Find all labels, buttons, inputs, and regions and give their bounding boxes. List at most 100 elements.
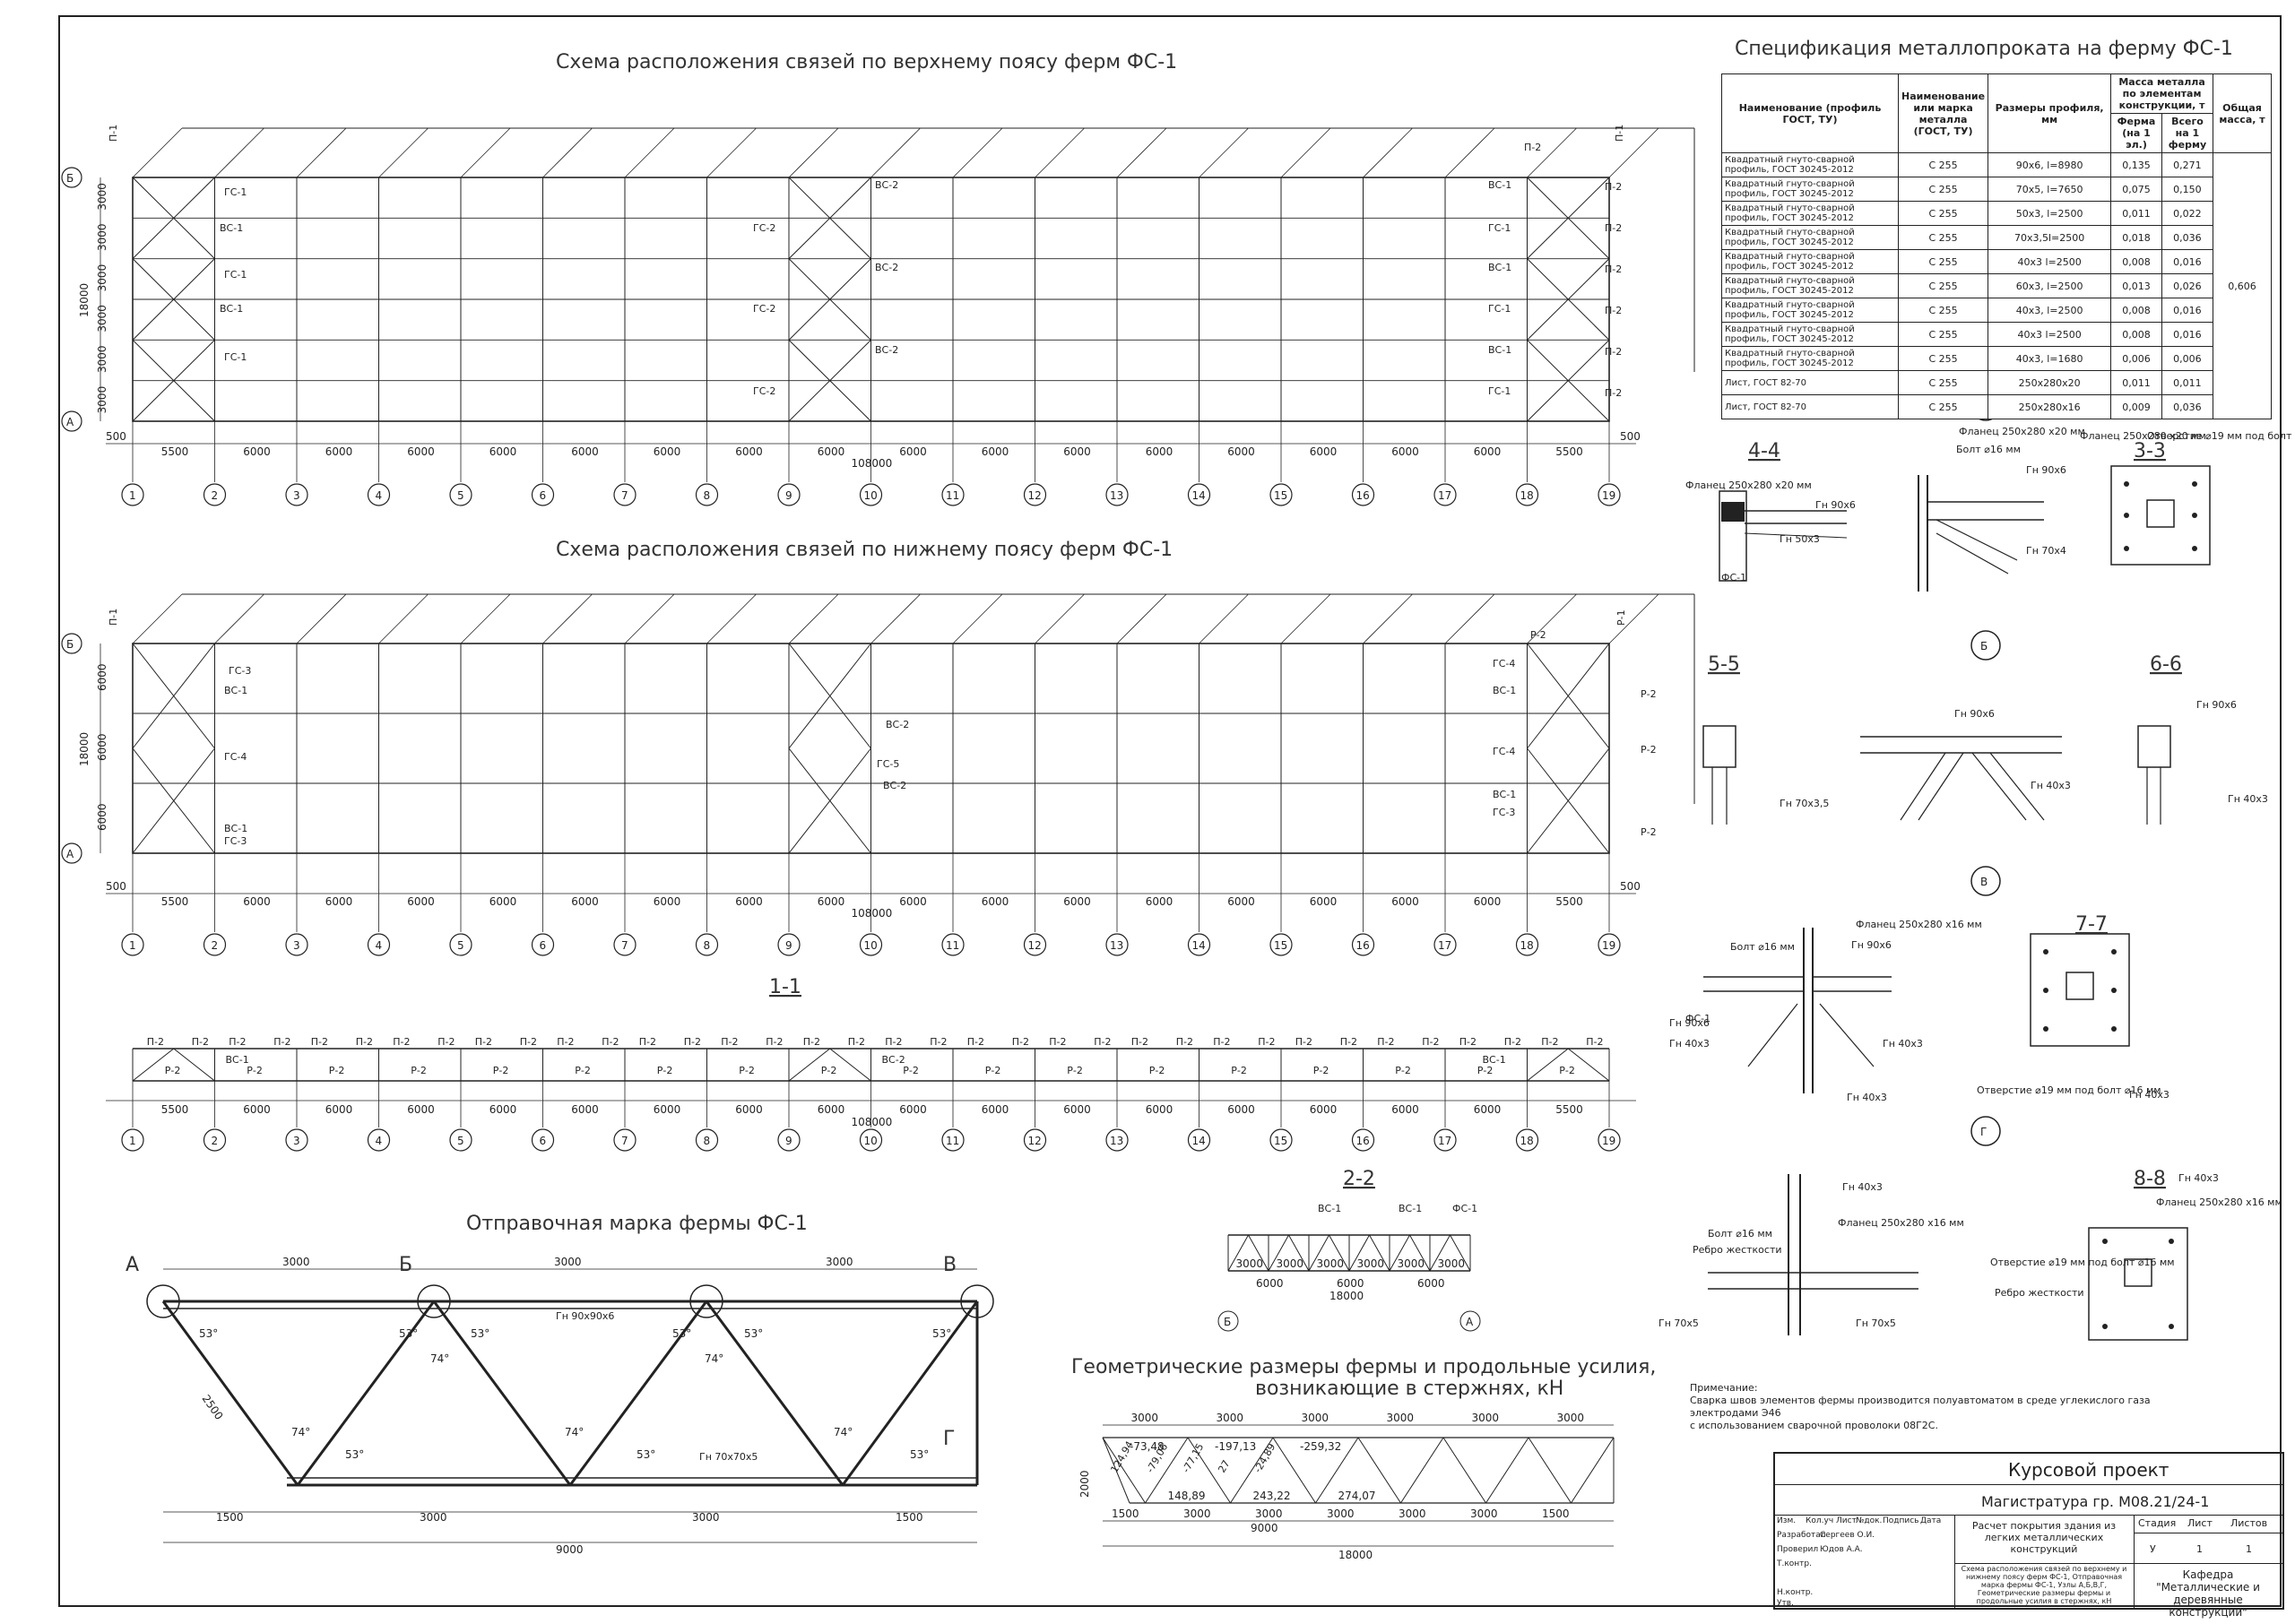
spec-row: Квадратный гнуто-сварной профиль, ГОСТ 3…: [1721, 322, 2272, 347]
spec-cell: 0,006: [2161, 346, 2214, 371]
axis-marker: [1351, 483, 1375, 506]
spec-cell: 40х3, l=2500: [1988, 298, 2112, 323]
geo-dim-bottom: 1500: [1542, 1507, 1570, 1520]
spec-cell: С 255: [1897, 370, 1989, 395]
n88-bolt-hole: [2169, 1239, 2174, 1244]
n77-bolt-hole: [2111, 1026, 2117, 1032]
mark-p2-top: П-2: [1524, 142, 1541, 153]
mark-vs2: ВС-2: [883, 780, 906, 791]
ship-node-v: В: [943, 1254, 957, 1276]
sec11-r2: Р-2: [329, 1065, 345, 1076]
tb-stage-1: 1: [2196, 1543, 2203, 1555]
s22-vs1: ВС-1: [1318, 1203, 1341, 1214]
axis-letter-a: [61, 842, 82, 864]
axis-marker: [449, 1128, 472, 1152]
axis-marker: [941, 933, 965, 956]
sec11-r2: Р-2: [1559, 1065, 1575, 1076]
dim-span: 6000: [1391, 895, 1419, 908]
n88-bolt-hole: [2102, 1239, 2108, 1244]
axis-marker: [613, 933, 637, 956]
tb-row-4: Н.контр.: [1777, 1588, 1814, 1597]
n77-bolt-hole: [2111, 949, 2117, 955]
sec11-p2: П-2: [393, 1036, 410, 1048]
axis-number-3: 3: [293, 1135, 300, 1147]
dim-sub: 3000: [96, 223, 108, 251]
axis-number-18: 18: [1520, 939, 1534, 952]
section-6-6-title: 6-6: [2150, 653, 2182, 676]
dim-sub: 3000: [96, 183, 108, 211]
mark-r2: Р-2: [1641, 826, 1657, 838]
s22-axis-b-text: Б: [1224, 1316, 1231, 1328]
dim-span: 6000: [1063, 1103, 1091, 1116]
axis-marker: [203, 933, 227, 956]
dim-span: 6000: [1063, 895, 1091, 908]
dim-span: 6000: [899, 1103, 927, 1116]
axis-marker: [1269, 1128, 1293, 1152]
ship-dim-top: 3000: [554, 1256, 582, 1268]
axis-number-10: 10: [864, 939, 878, 952]
axis-marker: [613, 483, 637, 506]
node-details: [1702, 465, 2211, 1341]
sec11-p2: П-2: [721, 1036, 738, 1048]
spec-cell: 50х3, l=2500: [1988, 201, 2112, 226]
sec11-diag: [788, 1048, 831, 1082]
s22-diag: [1409, 1234, 1431, 1272]
brace-x: [1527, 747, 1610, 854]
axis-number-19: 19: [1602, 939, 1615, 952]
axis-number-14: 14: [1192, 489, 1206, 502]
gn403-label-b: Гн 40х3: [2031, 780, 2071, 791]
ship-node-g: Г: [943, 1428, 955, 1450]
dim-span: 6000: [654, 445, 681, 458]
dim-span: 6000: [407, 895, 435, 908]
sec11-p2: П-2: [1422, 1036, 1439, 1048]
gn704-label-a: Гн 70х4: [2026, 545, 2066, 557]
axis-number-13: 13: [1110, 1135, 1123, 1147]
geo-dim-top: 3000: [1131, 1412, 1159, 1424]
s22-dim: 3000: [1236, 1257, 1264, 1270]
nB-diag: [1900, 752, 1946, 821]
n77-bolt-hole: [2111, 988, 2117, 993]
tb-col-1: Кол.уч: [1806, 1516, 1834, 1525]
mark-p1: П-1: [108, 609, 119, 626]
geo-force-bottom: 274,07: [1338, 1490, 1376, 1502]
sec11-p2: П-2: [1295, 1036, 1312, 1048]
spec-cell: 0,271: [2161, 152, 2214, 177]
geo-dim-bottom: 1500: [1112, 1507, 1139, 1520]
dim-total: 108000: [852, 907, 893, 920]
gn906-label-44: Гн 90х6: [1815, 499, 1856, 511]
axis-marker: [1023, 483, 1047, 506]
dim-span: 6000: [489, 445, 517, 458]
section-8-8-title: 8-8: [2134, 1168, 2166, 1190]
tb-col-3: №док.: [1856, 1516, 1883, 1525]
sec11-p2: П-2: [273, 1036, 290, 1048]
gn503-label-44: Гн 50х3: [1780, 533, 1820, 545]
mark-p2: П-2: [1605, 222, 1622, 234]
mark-gs3: ГС-3: [1493, 807, 1515, 818]
tb-col-5: Дата: [1920, 1516, 1942, 1525]
axis-number-10: 10: [864, 1135, 878, 1147]
sec11-p2: П-2: [147, 1036, 164, 1048]
sec11-r2: Р-2: [493, 1065, 509, 1076]
axis-number-11: 11: [946, 489, 959, 502]
mark-right: ГС-1: [1488, 303, 1511, 315]
dim-span: 6000: [1146, 895, 1173, 908]
geometry-title-1: Геометрические размеры фермы и продольны…: [1071, 1356, 1656, 1378]
axis-number-19: 19: [1602, 1135, 1615, 1147]
shipping-mark-title: Отправочная марка фермы ФС-1: [466, 1213, 808, 1235]
geo-force-diag: 27: [1216, 1458, 1232, 1475]
spec-cell: Лист, ГОСТ 82-70: [1721, 394, 1899, 419]
spec-cell: 0,008: [2110, 322, 2162, 347]
mark-gs2: ГС-2: [753, 385, 775, 397]
section-5-5-title: 5-5: [1708, 653, 1740, 676]
dim-span: 6000: [243, 445, 271, 458]
mark-gs4: ГС-4: [224, 751, 247, 763]
dim-span: 6000: [982, 1103, 1009, 1116]
tb-stage-hdr-2: Листов: [2230, 1517, 2268, 1529]
ship-dim-bottom: 1500: [216, 1511, 244, 1524]
sec11-p2: П-2: [1586, 1036, 1603, 1048]
dim-span: 6000: [407, 1103, 435, 1116]
axis-marker: [613, 1128, 637, 1152]
spec-cell: 60х3, l=2500: [1988, 273, 2112, 298]
spec-row: Квадратный гнуто-сварной профиль, ГОСТ 3…: [1721, 225, 2272, 250]
dim-height: 18000: [78, 283, 91, 317]
